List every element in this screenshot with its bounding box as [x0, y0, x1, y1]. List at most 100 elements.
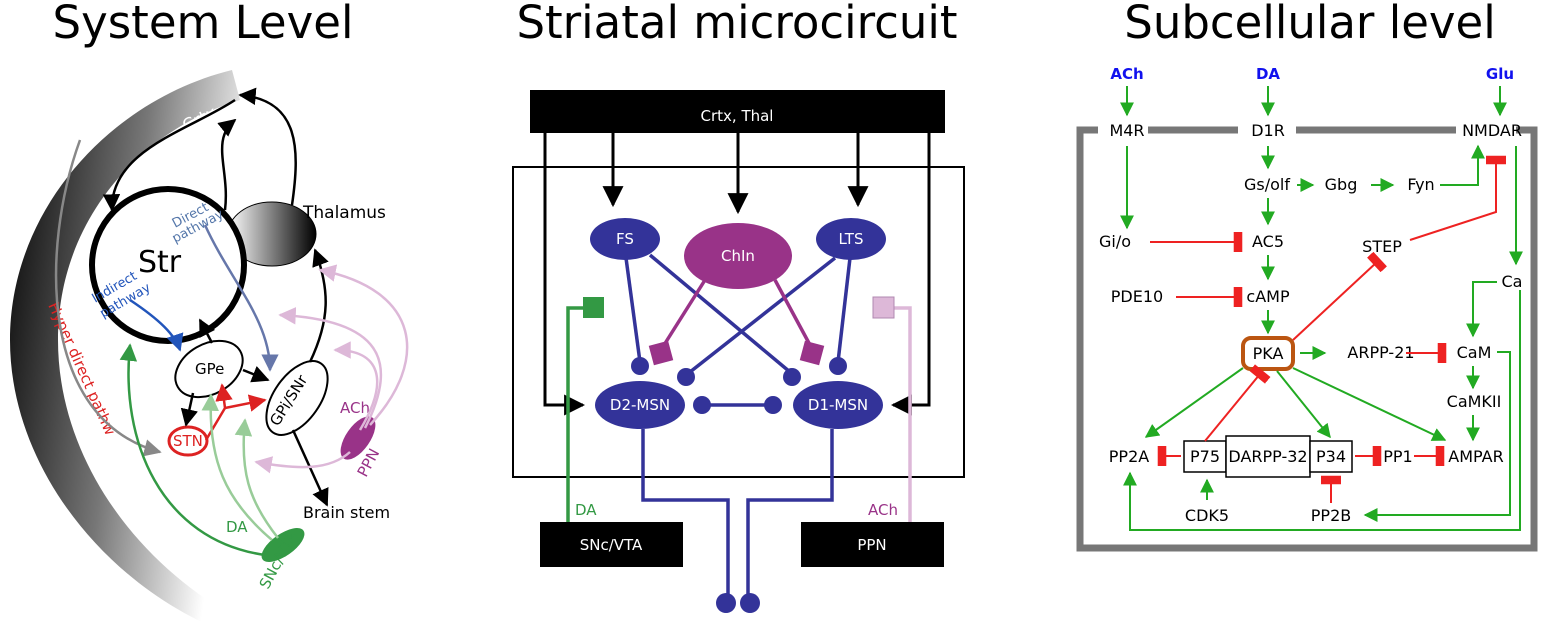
da-terminal	[583, 297, 604, 318]
cortex-band	[10, 70, 250, 635]
msn-terminal-right	[764, 396, 782, 414]
sub-glu-label: Glu	[1486, 65, 1514, 83]
stn-label: STN	[173, 432, 203, 450]
brainstem-label: Brain stem	[303, 503, 390, 522]
fs-d2-terminal	[631, 357, 649, 375]
lts-node	[816, 218, 886, 260]
panel-title-system: System Level	[53, 0, 354, 49]
subcellular-panel: ACh DA Glu M4R D1R NMDAR Gs/olf Gbg Fyn …	[1076, 65, 1538, 552]
chin-to-d2-line	[662, 279, 707, 346]
fs-label: FS	[616, 230, 634, 248]
d2-msn-label: D2-MSN	[610, 396, 670, 414]
d2-msn-node	[595, 381, 685, 429]
system-level-panel: Crtx Thalamus Str Direct pathway Indirec…	[10, 70, 409, 635]
ppn-to-gpe-arrow	[278, 307, 383, 429]
gpe-to-str-arrow	[198, 318, 216, 344]
gpi-node	[265, 360, 329, 436]
camp-label: cAMP	[1246, 287, 1290, 306]
ac5-label: AC5	[1252, 232, 1284, 251]
arpp-label: ARPP-21	[1347, 343, 1414, 362]
gpi-to-thalamus-arrow	[308, 248, 329, 363]
crtx-thal-box	[530, 90, 945, 133]
d1-msn-label: D1-MSN	[808, 396, 868, 414]
sub-da-label: DA	[1256, 65, 1280, 83]
hyperdirect-arrow	[54, 139, 162, 457]
fyn-label: Fyn	[1407, 175, 1434, 194]
ach-projection-line	[890, 306, 912, 522]
da-to-stn-arrow	[234, 418, 279, 539]
thalamus-to-cortex-arrow	[238, 87, 297, 206]
gbg-label: Gbg	[1325, 175, 1358, 194]
gpe-label: GPe	[195, 360, 224, 378]
direct-pathway-arrow	[203, 224, 279, 372]
panel-title-subcellular: Subcellular level	[1124, 0, 1496, 49]
fs-to-d1-line	[648, 253, 792, 374]
snc-box-label: SNc/VTA	[580, 536, 643, 554]
input-to-d2-arrow	[543, 133, 586, 416]
ppn-to-gpi-arrow	[333, 341, 379, 431]
cam-label: CaM	[1457, 343, 1492, 362]
pp2a-label: PP2A	[1109, 447, 1149, 466]
gpe-to-gpi-arrow	[242, 366, 270, 383]
lts-d1-terminal	[829, 357, 847, 375]
camkii-label: CaMKII	[1447, 392, 1502, 411]
ppn-box-label: PPN	[857, 536, 886, 554]
nmdar-label: NMDAR	[1462, 121, 1522, 140]
ppn-ach-label: ACh	[340, 399, 370, 417]
str-loop-arrow	[217, 118, 237, 211]
system-da-label: DA	[226, 518, 248, 536]
d1r-label: D1R	[1251, 121, 1285, 140]
lts-d2-terminal	[677, 368, 695, 386]
micro-da-label: DA	[575, 501, 597, 519]
snc-box	[540, 522, 683, 567]
d1-output-terminal	[740, 593, 760, 613]
ppn-box	[801, 522, 944, 567]
lts-to-d1-line	[836, 257, 852, 363]
pp1-label: PP1	[1383, 447, 1412, 466]
cdk5-label: CDK5	[1185, 506, 1229, 525]
p75-label: P75	[1190, 447, 1220, 466]
ca-label: Ca	[1502, 272, 1523, 291]
microcircuit-panel: Crtx, Thal FS ChIn LTS D2-MSN	[512, 90, 965, 613]
d2-output-terminal	[716, 593, 736, 613]
ppn-to-stn-arrow	[254, 451, 351, 474]
snc-node	[261, 528, 305, 562]
ppn-to-thalamus-arrow	[318, 264, 409, 426]
stn-to-gpi-arrow	[224, 394, 267, 412]
striatum-box	[512, 166, 965, 478]
membrane-outline	[1076, 126, 1538, 552]
crtx-thal-label: Crtx, Thal	[701, 107, 774, 125]
chin-to-d1-line	[773, 279, 812, 346]
m4r-label: M4R	[1109, 121, 1144, 140]
stn-node	[167, 425, 209, 457]
cortex-to-str-arrow	[102, 98, 236, 212]
d1-msn-node	[793, 381, 883, 429]
pde10-label: PDE10	[1111, 287, 1163, 306]
pp2b-label: PP2B	[1311, 506, 1351, 525]
chin-node	[684, 223, 792, 289]
ach-terminal	[872, 296, 895, 319]
p34-label: P34	[1316, 447, 1346, 466]
darpp-box	[1225, 435, 1311, 478]
chin-d1-terminal	[799, 340, 825, 366]
step-label: STEP	[1362, 237, 1402, 256]
fs-to-d2-line	[624, 257, 642, 363]
activation-arrows	[1120, 86, 1523, 531]
darpp-label: DARPP-32	[1228, 447, 1307, 466]
gpe-to-stn-arrow	[180, 392, 198, 427]
gs-label: Gs/olf	[1244, 175, 1290, 194]
thalamus-label: Thalamus	[302, 203, 386, 223]
p34-box	[1309, 440, 1353, 473]
d2-output-line	[641, 429, 730, 600]
fs-node	[590, 218, 660, 260]
input-to-d1-arrow	[890, 133, 931, 416]
gio-label: Gi/o	[1099, 232, 1131, 251]
str-label: Str	[138, 245, 182, 280]
lts-label: LTS	[839, 230, 864, 248]
lts-to-d2-line	[688, 256, 837, 374]
panel-title-microcircuit: Striatal microcircuit	[516, 0, 957, 49]
msn-terminal-left	[693, 396, 711, 414]
pka-label: PKA	[1253, 344, 1284, 363]
chin-d2-terminal	[648, 340, 674, 366]
